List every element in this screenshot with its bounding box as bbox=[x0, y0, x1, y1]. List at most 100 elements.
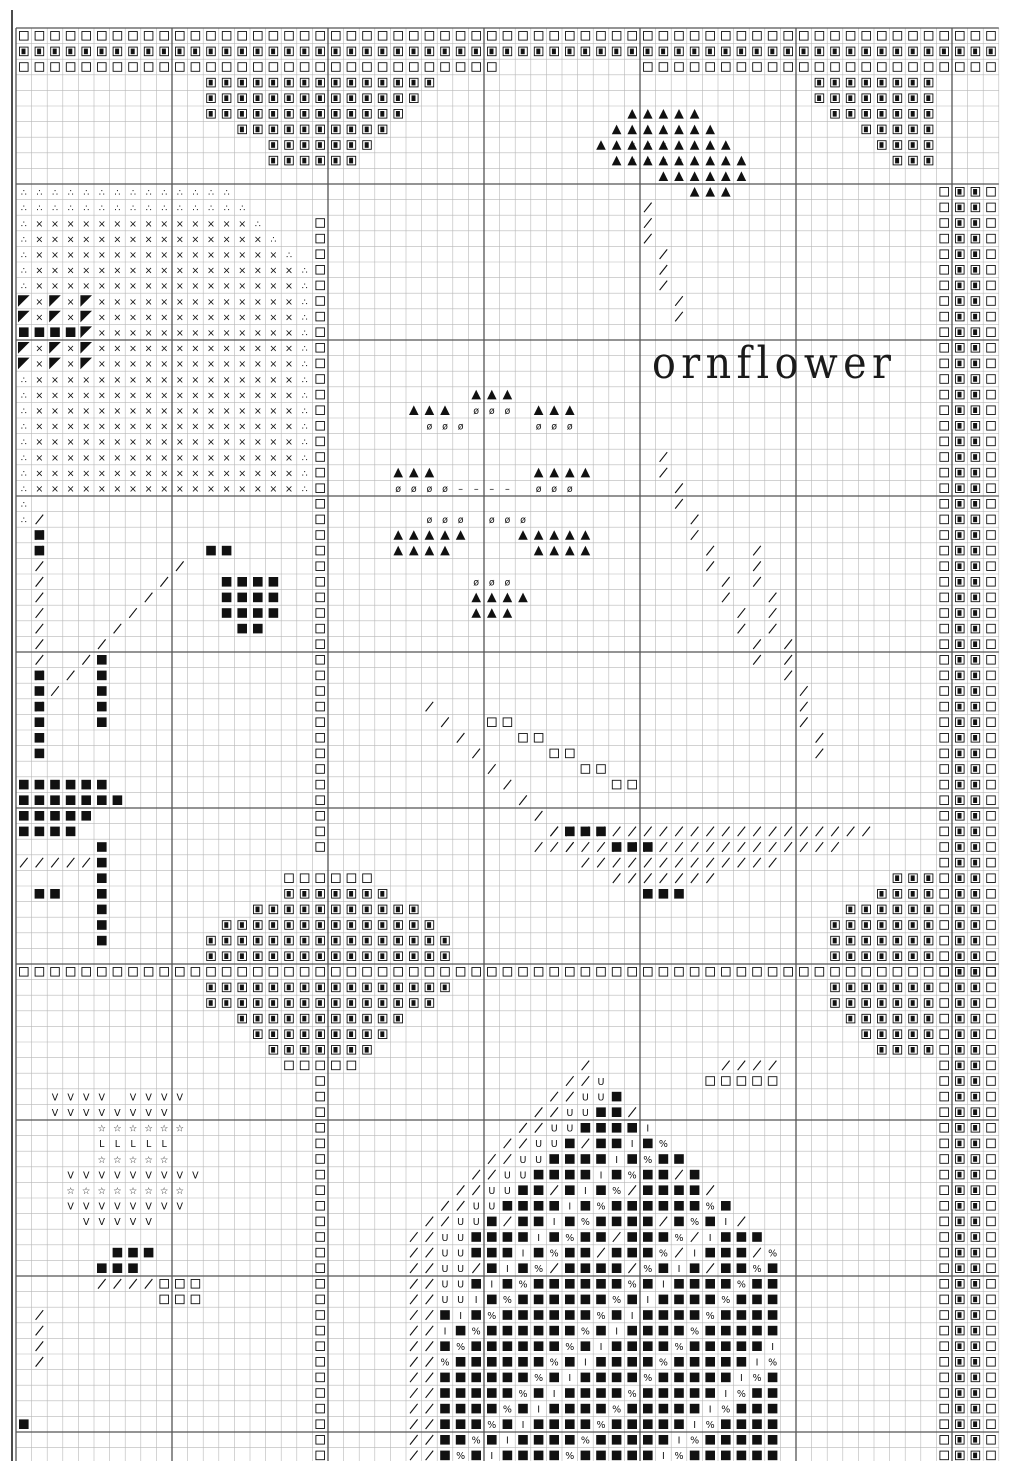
stitch-tri bbox=[440, 530, 450, 540]
stitch-diag bbox=[36, 655, 44, 665]
stitch-open bbox=[940, 1139, 949, 1148]
stitch-full bbox=[690, 1185, 700, 1195]
stitch-slash0: ø bbox=[442, 422, 448, 433]
stitch-full bbox=[549, 1419, 559, 1429]
stitch-cross: × bbox=[113, 390, 121, 401]
stitch-half bbox=[831, 936, 840, 945]
stitch-bar: I bbox=[506, 1264, 509, 1275]
stitch-open bbox=[737, 32, 746, 41]
stitch-half bbox=[425, 47, 434, 56]
stitch-cross: × bbox=[238, 468, 246, 479]
stitch-half bbox=[269, 1014, 278, 1023]
stitch-half bbox=[98, 47, 107, 56]
stitch-dash: – bbox=[474, 484, 479, 495]
stitch-half bbox=[956, 437, 965, 446]
stitch-half bbox=[332, 125, 341, 134]
stitch-full bbox=[627, 1451, 637, 1461]
stitch-half bbox=[222, 110, 231, 119]
stitch-diag bbox=[753, 546, 761, 556]
stitch-open bbox=[51, 32, 60, 41]
stitch-full bbox=[549, 1451, 559, 1461]
stitch-cross: × bbox=[82, 390, 90, 401]
stitch-check: V bbox=[67, 1170, 74, 1181]
stitch-cross: × bbox=[191, 312, 199, 323]
stitch-half bbox=[690, 47, 699, 56]
stitch-full bbox=[612, 1123, 622, 1133]
stitch-open bbox=[144, 63, 153, 72]
stitch-cross: × bbox=[223, 266, 231, 277]
stitch-open bbox=[940, 1061, 949, 1070]
stitch-open bbox=[238, 63, 247, 72]
stitch-dots: ∴ bbox=[271, 235, 277, 245]
stitch-tri bbox=[549, 530, 559, 540]
stitch-star: ☆ bbox=[129, 1155, 138, 1166]
stitch-bar: I bbox=[631, 1311, 634, 1322]
stitch-half bbox=[597, 47, 606, 56]
stitch-slash0: ø bbox=[504, 515, 510, 526]
stitch-half bbox=[285, 952, 294, 961]
stitch-full bbox=[269, 577, 279, 587]
stitch-full bbox=[503, 1451, 513, 1461]
stitch-cross: × bbox=[129, 422, 137, 433]
stitch-half bbox=[971, 468, 980, 477]
stitch-half bbox=[956, 1342, 965, 1351]
stitch-half bbox=[472, 47, 481, 56]
stitch-half bbox=[316, 921, 325, 930]
stitch-full bbox=[581, 1341, 591, 1351]
stitch-full bbox=[737, 1232, 747, 1242]
stitch-cross: × bbox=[269, 312, 277, 323]
stitch-open bbox=[706, 968, 715, 977]
stitch-star: ☆ bbox=[176, 1124, 185, 1135]
stitch-full bbox=[487, 1232, 497, 1242]
stitch-open bbox=[644, 968, 653, 977]
stitch-half bbox=[316, 110, 325, 119]
stitch-open bbox=[940, 1248, 949, 1257]
stitch-dots: ∴ bbox=[302, 345, 308, 355]
stitch-check: V bbox=[130, 1170, 137, 1181]
stitch-half bbox=[846, 78, 855, 87]
stitch-full bbox=[503, 1373, 513, 1383]
stitch-diag bbox=[426, 1404, 434, 1414]
stitch-half bbox=[862, 1030, 871, 1039]
stitch-open bbox=[550, 749, 559, 758]
stitch-cross: × bbox=[129, 328, 137, 339]
stitch-diag bbox=[82, 858, 90, 868]
stitch-full bbox=[253, 624, 263, 634]
stitch-full bbox=[19, 811, 29, 821]
stitch-full bbox=[581, 1373, 591, 1383]
stitch-full bbox=[81, 811, 91, 821]
stitch-open bbox=[987, 999, 996, 1008]
stitch-open bbox=[191, 32, 200, 41]
stitch-full bbox=[549, 1404, 559, 1414]
stitch-half bbox=[503, 47, 512, 56]
stitch-full bbox=[97, 717, 107, 727]
stitch-cross: × bbox=[82, 375, 90, 386]
stitch-open bbox=[878, 968, 887, 977]
stitch-open bbox=[566, 968, 575, 977]
stitch-half bbox=[659, 47, 668, 56]
stitch-dots: ∴ bbox=[21, 423, 27, 433]
stitch-diag bbox=[36, 639, 44, 649]
stitch-full bbox=[627, 1295, 637, 1305]
stitch-full bbox=[643, 1217, 653, 1227]
stitch-diag bbox=[722, 858, 730, 868]
stitch-full bbox=[503, 1357, 513, 1367]
stitch-bar: I bbox=[568, 1202, 571, 1213]
stitch-full bbox=[721, 1232, 731, 1242]
stitch-cross: × bbox=[35, 281, 43, 292]
stitch-cross: × bbox=[223, 390, 231, 401]
stitch-diag bbox=[410, 1404, 418, 1414]
stitch-open bbox=[456, 63, 465, 72]
stitch-full bbox=[659, 1232, 669, 1242]
stitch-half bbox=[893, 47, 902, 56]
stitch-half bbox=[846, 47, 855, 56]
stitch-open bbox=[98, 63, 107, 72]
stitch-diag bbox=[675, 1170, 683, 1180]
stitch-cross: × bbox=[285, 390, 293, 401]
stitch-open bbox=[987, 266, 996, 275]
stitch-open bbox=[987, 1170, 996, 1179]
stitch-cross: × bbox=[254, 250, 262, 261]
stitch-half bbox=[285, 905, 294, 914]
stitch-cross: × bbox=[176, 422, 184, 433]
stitch-full bbox=[659, 1154, 669, 1164]
